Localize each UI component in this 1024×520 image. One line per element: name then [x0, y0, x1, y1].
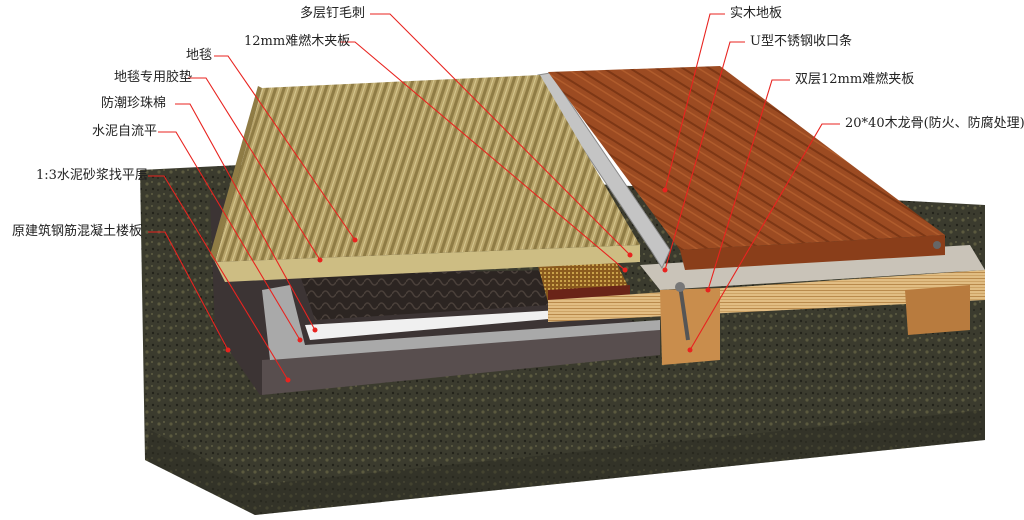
label-plywood-12: 12mm难燃木夹板 — [244, 34, 351, 49]
label-carpet: 地毯 — [186, 48, 213, 63]
leader-lines — [148, 13, 840, 381]
carpet-front-edge — [215, 245, 640, 282]
leader-dots — [225, 187, 711, 383]
label-joist: 20*40木龙骨(防火、防腐处理) — [845, 116, 1024, 131]
carpet-plywood — [215, 75, 640, 262]
label-foam: 防潮珍珠棉 — [101, 96, 167, 111]
label-double-ply: 双层12mm难燃夹板 — [795, 72, 915, 87]
white-sheet — [305, 310, 560, 340]
mortar-front — [262, 330, 660, 395]
label-carpet-pad: 地毯专用胶垫 — [114, 70, 193, 85]
joist-back — [905, 285, 970, 335]
leader-top-center — [370, 13, 631, 256]
label-mortar: 1:3水泥砂浆找平层 — [36, 168, 148, 183]
label-self-level: 水泥自流平 — [92, 124, 158, 139]
screw — [678, 284, 690, 341]
leader-slab — [148, 231, 229, 351]
wood-floor-front — [680, 235, 945, 270]
leader-carpet-pad — [188, 77, 321, 261]
leader-joist — [689, 123, 840, 351]
leader-self-level — [158, 131, 301, 341]
joist-front — [660, 288, 720, 365]
label-solid-wood: 实木地板 — [730, 6, 783, 21]
self-leveling-layer — [262, 285, 660, 360]
concrete-slab-front-face — [145, 410, 985, 515]
carpet-side-edge — [210, 86, 262, 262]
label-slab: 原建筑钢筋混凝土楼板 — [12, 224, 143, 239]
screw-head — [675, 282, 685, 292]
leader-plywood — [340, 41, 626, 271]
label-u-strip: U型不锈钢收口条 — [750, 34, 852, 49]
leader-mortar — [148, 175, 289, 381]
leader-solid-wood — [664, 13, 725, 191]
leader-double-ply — [707, 79, 790, 291]
leader-carpet — [214, 55, 356, 241]
leader-u-strip — [664, 41, 745, 271]
moisture-foam — [300, 270, 550, 320]
double-plywood — [548, 270, 985, 322]
leader-foam — [175, 103, 316, 331]
screw-cap — [933, 241, 941, 249]
label-top-center: 多层钉毛刺 — [300, 6, 366, 21]
solid-wood-floor — [548, 66, 945, 250]
